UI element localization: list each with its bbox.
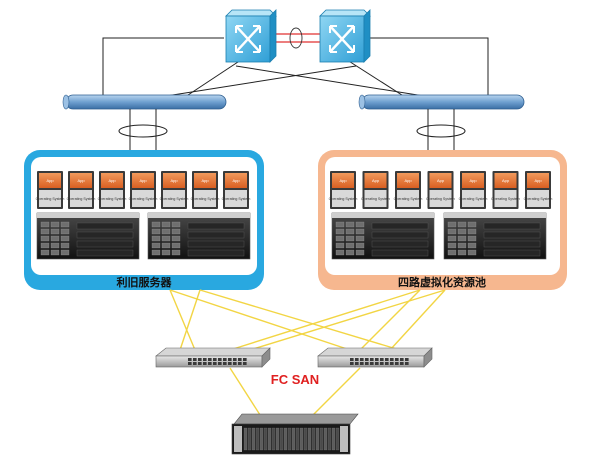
vm-os-label: Operating System bbox=[98, 197, 127, 201]
server-row-right bbox=[331, 212, 547, 260]
vm-os-label: Operating System bbox=[160, 197, 189, 201]
core-switch-icon bbox=[225, 9, 277, 63]
pool-downlinks bbox=[118, 109, 466, 152]
link-aggregation-ring bbox=[416, 124, 466, 138]
vm-app-label: App bbox=[339, 178, 347, 183]
fc-switch-icon bbox=[155, 347, 271, 368]
uplink-cross-right bbox=[343, 57, 406, 98]
uplink-right-switch-to-right-bar bbox=[368, 37, 489, 95]
vm-os-label: Operating System bbox=[394, 197, 423, 201]
vm-os-label: Operating System bbox=[129, 197, 158, 201]
fc-switch-right bbox=[317, 347, 433, 368]
vm-app-label: App bbox=[534, 178, 542, 183]
vm-app-label: App bbox=[170, 178, 178, 183]
uplink-left-switch-to-left-bar bbox=[102, 37, 224, 95]
rack-server-icon bbox=[331, 212, 435, 260]
link-aggregation-ring bbox=[118, 124, 168, 138]
core-switch-icon bbox=[319, 9, 371, 63]
vm-app-label: App bbox=[201, 178, 209, 183]
vm-app-label: App bbox=[437, 178, 445, 183]
trunk-bar-right bbox=[358, 94, 525, 110]
vm-os-label: Operating System bbox=[67, 197, 96, 201]
drive-bays bbox=[243, 427, 340, 451]
vm-app-label: App bbox=[77, 178, 85, 183]
rack-server-icon bbox=[36, 212, 140, 260]
vm-os-label: Operating System bbox=[524, 197, 553, 201]
core-switch-left bbox=[225, 9, 277, 63]
uplink-cross-left bbox=[184, 57, 245, 98]
rack-server-icon bbox=[147, 212, 251, 260]
server-row-left bbox=[36, 212, 251, 260]
vm-app-label: App bbox=[372, 178, 380, 183]
pool-left-label: 利旧服务器 bbox=[117, 275, 173, 289]
uplink-cross-a bbox=[235, 65, 431, 98]
fc-san-label: FC SAN bbox=[271, 372, 319, 387]
fc-switch-icon bbox=[317, 347, 433, 368]
vm-os-label: Operating System bbox=[36, 197, 65, 201]
vm-app-label: App bbox=[469, 178, 477, 183]
vm-app-label: App bbox=[139, 178, 147, 183]
vm-app-label: App bbox=[46, 178, 54, 183]
storage-array bbox=[231, 413, 359, 455]
pool-right-label: 四路虚拟化资源池 bbox=[398, 275, 486, 289]
vm-os-label: Operating System bbox=[191, 197, 220, 201]
rack-server-icon bbox=[443, 212, 547, 260]
vm-app-label: App bbox=[502, 178, 510, 183]
vm-app-label: App bbox=[404, 178, 412, 183]
core-interlink bbox=[270, 27, 322, 49]
uplink-lines bbox=[102, 37, 489, 98]
vm-os-label: Operating System bbox=[361, 197, 390, 201]
trunk-bar-left bbox=[62, 94, 227, 110]
fc-switch-ports bbox=[350, 358, 409, 365]
fc-san-links bbox=[169, 289, 446, 419]
uplink-cross-b bbox=[159, 65, 357, 98]
core-switch-right bbox=[319, 9, 371, 63]
vm-os-label: Operating System bbox=[329, 197, 358, 201]
link-aggregation-ring bbox=[289, 27, 303, 49]
vm-os-label: Operating System bbox=[491, 197, 520, 201]
vm-os-label: Operating System bbox=[222, 197, 251, 201]
storage-array-icon bbox=[231, 413, 359, 455]
vm-os-label: Operating System bbox=[426, 197, 455, 201]
vm-app-label: App bbox=[108, 178, 116, 183]
fc-switch-ports bbox=[188, 358, 247, 365]
vm-app-label: App bbox=[232, 178, 240, 183]
vm-os-label: Operating System bbox=[459, 197, 488, 201]
fc-switch-left bbox=[155, 347, 271, 368]
